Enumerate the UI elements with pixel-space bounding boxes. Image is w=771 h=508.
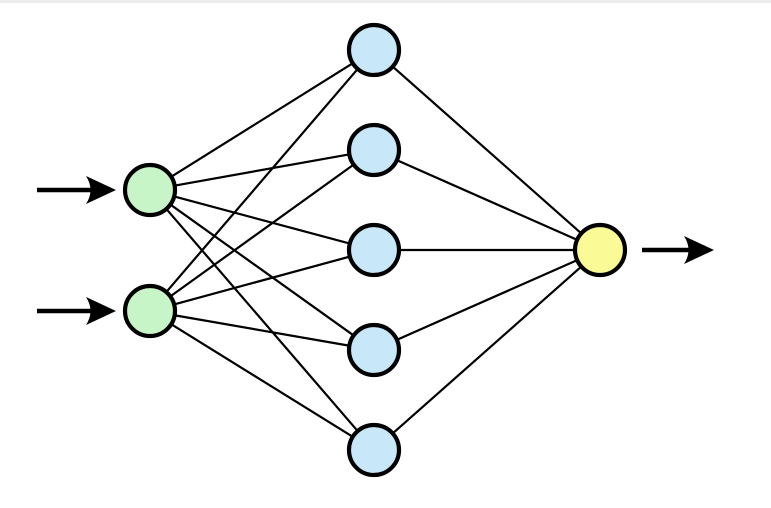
edge-i2-to-h5 bbox=[169, 322, 355, 439]
input-arrow-top bbox=[37, 176, 116, 204]
edges-group bbox=[164, 61, 584, 439]
edge-i1-to-h2 bbox=[172, 153, 352, 187]
edge-i2-to-h3 bbox=[172, 255, 352, 306]
node-i2[interactable] bbox=[122, 283, 178, 339]
edge-h2-to-o1 bbox=[394, 158, 580, 242]
node-h3[interactable] bbox=[346, 222, 402, 278]
edge-i2-to-h4 bbox=[172, 314, 352, 347]
node-circle-output-1[interactable] bbox=[572, 222, 628, 278]
edge-h5-to-o1 bbox=[390, 264, 584, 436]
input-arrow-bottom bbox=[37, 297, 116, 325]
edge-h1-to-o1 bbox=[390, 64, 584, 236]
node-circle-hidden-3[interactable] bbox=[346, 222, 402, 278]
edge-i1-to-h4 bbox=[168, 202, 356, 338]
arrows-group bbox=[37, 176, 714, 325]
edge-i1-to-h3 bbox=[172, 195, 352, 245]
node-circle-hidden-2[interactable] bbox=[346, 122, 402, 178]
output-arrow-head bbox=[684, 236, 714, 264]
edge-i2-to-h1 bbox=[164, 67, 360, 294]
node-h5[interactable] bbox=[346, 422, 402, 478]
node-h4[interactable] bbox=[346, 322, 402, 378]
input-arrow-bottom-head bbox=[86, 297, 116, 325]
node-circle-hidden-1[interactable] bbox=[346, 22, 402, 78]
edge-i1-to-h1 bbox=[169, 61, 355, 179]
edge-h4-to-o1 bbox=[394, 258, 580, 342]
input-arrow-top-head bbox=[86, 176, 116, 204]
node-o1[interactable] bbox=[572, 222, 628, 278]
nodes-group bbox=[122, 22, 628, 478]
node-h1[interactable] bbox=[346, 22, 402, 78]
edge-i1-to-h5 bbox=[164, 207, 360, 433]
node-h2[interactable] bbox=[346, 122, 402, 178]
output-arrow bbox=[642, 236, 714, 264]
node-i1[interactable] bbox=[122, 162, 178, 218]
edge-i2-to-h2 bbox=[168, 162, 356, 299]
node-circle-input-2[interactable] bbox=[122, 283, 178, 339]
node-circle-input-1[interactable] bbox=[122, 162, 178, 218]
node-circle-hidden-5[interactable] bbox=[346, 422, 402, 478]
top-edge-band bbox=[0, 0, 771, 3]
node-circle-hidden-4[interactable] bbox=[346, 322, 402, 378]
